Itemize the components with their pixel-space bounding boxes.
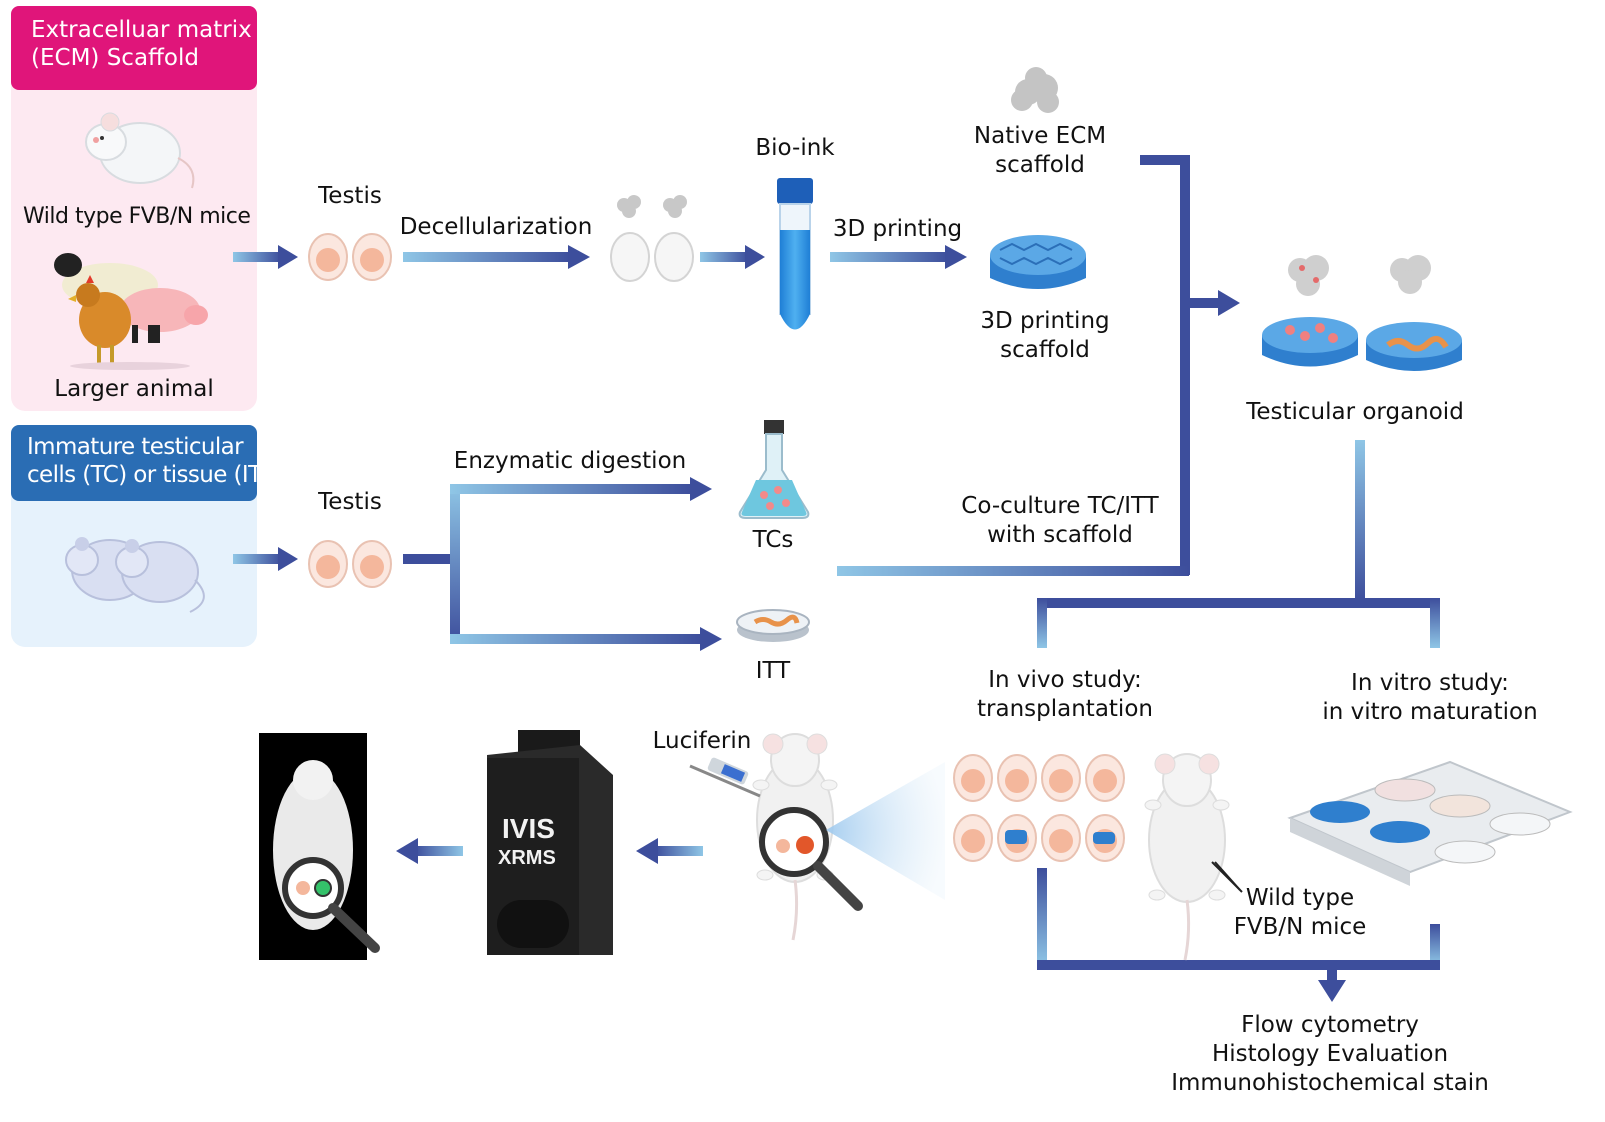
label-in-vitro-line1: In vitro study:	[1351, 670, 1509, 696]
label-wild-type-top: Wild type FVB/N mice	[23, 204, 251, 229]
label-in-vitro-line2: in vitro maturation	[1322, 699, 1538, 725]
ivis-brand-2: XRMS	[498, 847, 556, 869]
label-luciferin: Luciferin	[652, 728, 752, 754]
testicular-organoid-icon	[1262, 255, 1462, 371]
tc-panel-header: Immature testicular cells (TC) or tissue…	[11, 425, 284, 501]
label-wild-type-bottom: Wild type FVB/N mice	[1225, 884, 1375, 942]
arrow-tc-to-testis	[233, 547, 298, 571]
label-bio-ink: Bio-ink	[755, 135, 835, 161]
arrow-luciferin-to-ivis	[636, 838, 703, 864]
label-enzymatic-digestion: Enzymatic digestion	[453, 448, 687, 474]
arrow-3d-printing	[830, 245, 967, 269]
label-coculture-line1: Co-culture TC/ITT	[961, 493, 1159, 519]
label-3d-scaffold-line1: 3D printing	[980, 308, 1110, 334]
ivis-device-icon: IVIS XRMS	[487, 730, 613, 955]
luciferin-mouse-icon	[751, 732, 945, 942]
decellularized-testis-icon	[610, 195, 694, 282]
itt-dish-icon	[736, 609, 810, 643]
immature-mice-icon	[65, 537, 205, 613]
label-testis-top: Testis	[318, 183, 382, 209]
label-testis-bottom: Testis	[318, 489, 382, 515]
label-3d-scaffold-line2: scaffold	[1000, 337, 1090, 363]
ivis-brand-1: IVIS	[502, 813, 555, 844]
arrow-ivis-to-image	[396, 838, 463, 864]
ecm-header-line2: (ECM) Scaffold	[31, 45, 199, 71]
wild-type-pointer	[1211, 861, 1243, 893]
label-3d-printing: 3D printing	[832, 216, 963, 242]
label-tcs: TCs	[752, 527, 794, 553]
label-native-ecm: Native ECM scaffold	[960, 122, 1120, 180]
ivis-image-panel	[259, 733, 380, 960]
label-coculture: Co-culture TC/ITT with scaffold	[955, 492, 1165, 550]
testis-top-icon	[308, 233, 392, 281]
label-in-vivo: In vivo study: transplantation	[965, 666, 1165, 724]
transplantation-testes-grid	[953, 754, 1125, 862]
white-mouse-icon	[85, 112, 195, 189]
3d-printed-scaffold-icon	[990, 235, 1086, 289]
label-testicular-organoid: Testicular organoid	[1246, 399, 1464, 425]
tc-header-line1: Immature testicular	[27, 434, 244, 460]
label-3d-printing-scaffold: 3D printing scaffold	[965, 307, 1125, 365]
label-native-ecm-line1: Native ECM	[973, 123, 1107, 149]
label-itt: ITT	[755, 658, 791, 684]
split-organoid-studies	[1037, 440, 1440, 648]
testis-bottom-icon	[308, 540, 392, 588]
bracket-scaffolds-to-organoid	[1140, 155, 1240, 575]
label-larger-animal: Larger animal	[54, 376, 214, 402]
label-outcomes: Flow cytometry Histology Evaluation Immu…	[1160, 1011, 1500, 1098]
branch-enzymatic-digestion	[403, 477, 722, 651]
label-outcome-flow: Flow cytometry	[1241, 1012, 1419, 1038]
ecm-header-line1: Extracelluar matrix	[31, 17, 252, 43]
label-decellularization: Decellularization	[399, 214, 593, 240]
arrow-decellularization	[403, 245, 590, 269]
label-wild-type-bottom-line2: FVB/N mice	[1233, 914, 1367, 940]
label-native-ecm-line2: scaffold	[995, 152, 1085, 178]
arrow-ecm-to-testis	[233, 245, 298, 269]
well-plate-icon	[1287, 760, 1573, 886]
label-in-vitro: In vitro study: in vitro maturation	[1315, 669, 1545, 727]
bio-ink-tube-icon	[777, 178, 813, 330]
label-coculture-line2: with scaffold	[987, 522, 1133, 548]
merge-to-outcomes	[1037, 868, 1440, 1002]
syringe-icon	[689, 757, 761, 798]
label-outcome-histology: Histology Evaluation	[1211, 1041, 1449, 1067]
label-outcome-ihc: Immunohistochemical stain	[1171, 1070, 1489, 1096]
arrow-to-bioink	[700, 245, 765, 269]
tc-header-line2: cells (TC) or tissue (ITT)	[27, 462, 284, 488]
label-in-vivo-line2: transplantation	[977, 696, 1153, 722]
label-wild-type-bottom-line1: Wild type	[1245, 885, 1355, 911]
ecm-panel-header: Extracelluar matrix (ECM) Scaffold	[11, 6, 257, 90]
line-coculture	[837, 566, 1189, 576]
larger-animals-icon	[54, 253, 208, 370]
native-ecm-icon	[1011, 67, 1059, 113]
tcs-flask-icon	[738, 420, 810, 519]
label-in-vivo-line1: In vivo study:	[988, 667, 1142, 693]
